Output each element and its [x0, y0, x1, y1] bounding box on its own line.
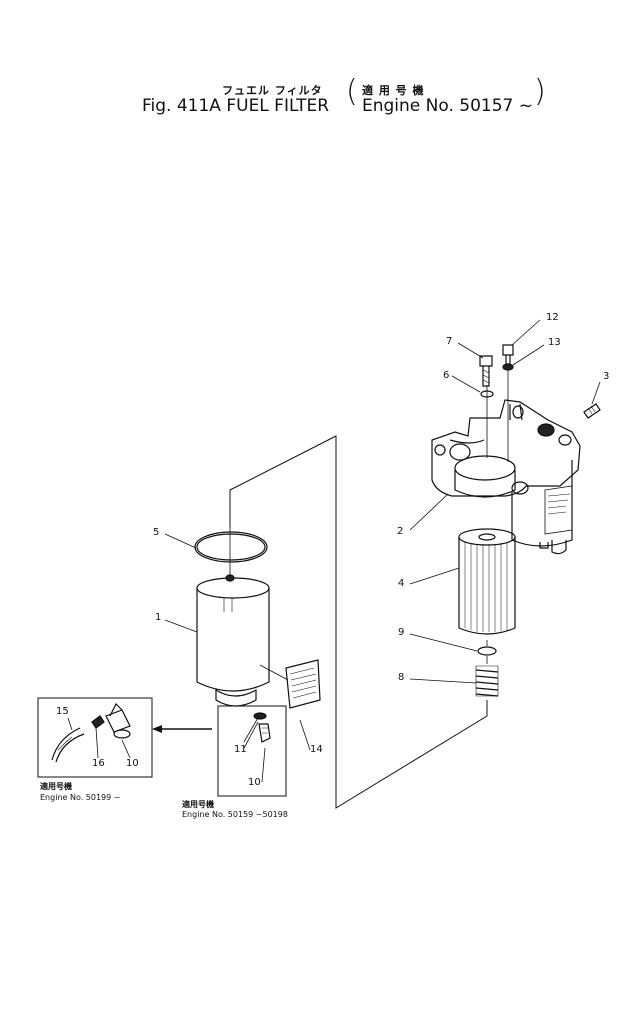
callout-10-left: 10 — [126, 758, 139, 769]
callout-5: 5 — [153, 527, 160, 538]
callout-15: 15 — [56, 706, 69, 717]
label-plate-14 — [285, 659, 321, 709]
callout-10-center: 10 — [248, 777, 261, 788]
jp-applicability: 適 用 号 機 — [362, 84, 425, 97]
o-ring-5 — [194, 531, 268, 563]
inset-left-jp-applic: 適用号機 — [40, 782, 72, 791]
filter-head-drawing — [431, 399, 581, 555]
inset-box-center — [217, 705, 287, 797]
inset-box-left — [37, 697, 153, 778]
filter-element-4 — [458, 528, 516, 635]
figure-title: Fig. 411A FUEL FILTER — [142, 96, 330, 116]
callout-12: 12 — [546, 312, 559, 323]
callout-6: 6 — [443, 370, 450, 381]
callout-7: 7 — [446, 336, 453, 347]
filter-cartridge-1 — [196, 574, 270, 707]
engine-range: Engine No. 50157 ~ — [362, 96, 534, 116]
callout-4: 4 — [398, 578, 405, 589]
inset-center-engine: Engine No. 50159 ~50198 — [182, 810, 288, 819]
plug-3 — [583, 403, 601, 419]
close-paren: ) — [534, 74, 546, 109]
callout-1: 1 — [155, 612, 162, 623]
drain-plug-10-center — [258, 723, 271, 743]
callout-13: 13 — [548, 337, 561, 348]
bolt-7 — [479, 355, 493, 387]
callout-11: 11 — [234, 744, 247, 755]
jp-title: フュエル フィルタ — [222, 84, 323, 97]
group-bracket-line — [229, 435, 488, 809]
hose-15 — [51, 727, 85, 763]
washer-9 — [477, 646, 497, 656]
washer-13 — [502, 363, 514, 371]
callout-2: 2 — [397, 526, 404, 537]
inset-left-engine: Engine No. 50199 ~ — [40, 793, 121, 802]
inset-center-jp-applic: 適用号機 — [182, 800, 214, 809]
callout-3: 3 — [603, 371, 610, 382]
leader-lines — [67, 319, 601, 783]
bolt-12 — [502, 344, 514, 365]
callout-16: 16 — [92, 758, 105, 769]
spring-8 — [475, 665, 499, 697]
callout-8: 8 — [398, 672, 405, 683]
drain-valve-10-left — [105, 702, 131, 739]
callout-9: 9 — [398, 627, 405, 638]
open-paren: ( — [346, 74, 358, 109]
washer-11 — [253, 712, 267, 720]
assembly-line-bolts — [486, 370, 509, 462]
clip-16 — [91, 715, 105, 729]
callout-14: 14 — [310, 744, 323, 755]
